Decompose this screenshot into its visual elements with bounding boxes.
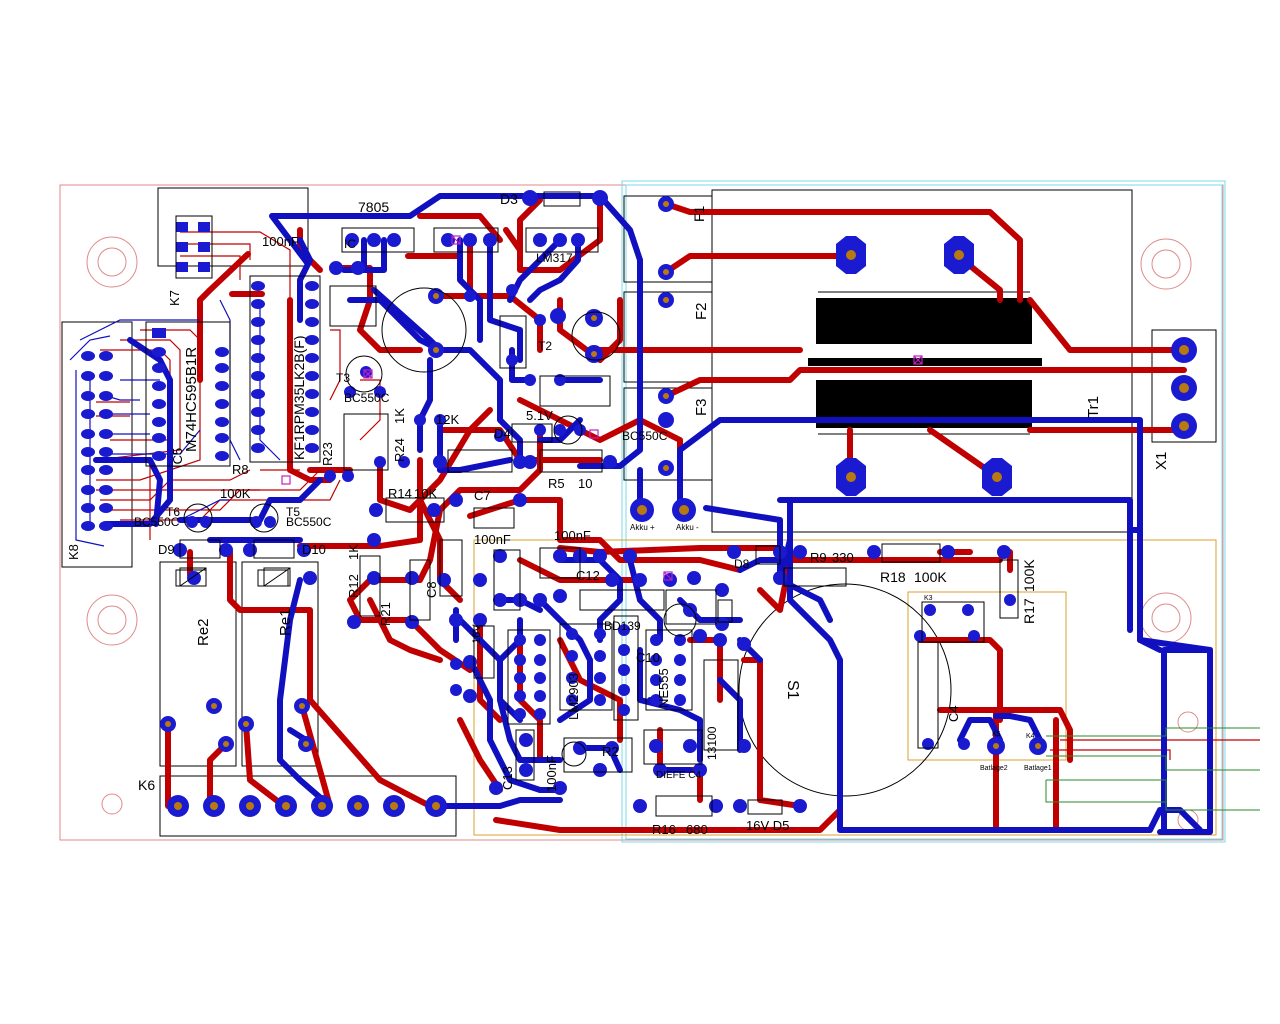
bottom-copper-thin-traces [69, 299, 281, 547]
label-r12-val: 1K [346, 544, 361, 560]
label-f1: F1 [691, 205, 707, 222]
label-r17-val: 100K [1021, 559, 1037, 592]
label-r18-val: 100K [914, 569, 947, 585]
label-r5-val: 10 [578, 476, 592, 491]
label-k6: K6 [138, 777, 155, 793]
label-r9: R9 [810, 550, 827, 565]
label-k8: K8 [66, 544, 81, 560]
label-d4: D4 [494, 426, 511, 441]
label-c8: C8 [424, 581, 439, 598]
label-r16: R16 [652, 822, 676, 837]
label-13100: 13100 [705, 726, 719, 760]
label-12k: 12K [436, 412, 459, 427]
label-akku-plus: Akku + [630, 523, 655, 532]
label-5v1: 5.1V [526, 408, 553, 423]
label-c7: C7 [474, 488, 491, 503]
label-f2: F2 [693, 302, 710, 320]
label-r17: R17 [1021, 598, 1037, 624]
label-k5: K5 [992, 731, 1001, 738]
label-r8: R8 [232, 462, 249, 477]
label-k7: K7 [167, 290, 182, 306]
component-outlines [145, 191, 1019, 817]
label-t3: T3 [336, 371, 350, 385]
label-r14: R14 [388, 486, 412, 501]
silk-labels: 7805 D3 F1 F2 F3 K7 100nF M74HC595B1R IC… [66, 191, 1170, 837]
label-k3: K3 [924, 595, 933, 602]
via-markers [281, 235, 923, 581]
label-t5: T5 [286, 505, 300, 519]
label-d9: D9 [158, 542, 175, 557]
top-copper-thin-traces [95, 231, 1260, 760]
label-d8: D8 [734, 557, 750, 571]
label-bc550c-t6: BC550C [134, 515, 180, 529]
label-r5: R5 [548, 476, 565, 491]
label-c12: C12 [576, 568, 600, 583]
label-bd: BD139 [604, 619, 641, 633]
label-ic-ref: IC [344, 237, 356, 251]
label-100nf-mid2: 100nF [554, 528, 591, 543]
label-100nf-mid: 100nF [474, 532, 511, 547]
label-bc550c-right: BC550C [622, 429, 668, 443]
label-d10: D10 [302, 542, 326, 557]
label-r14-val: 10K [414, 486, 437, 501]
label-rz: R2 [602, 744, 619, 759]
label-diefe: DIEFE C4 [656, 770, 701, 781]
label-r12: R12 [346, 574, 361, 598]
label-r18: R18 [880, 569, 906, 585]
label-r16-val: 680 [686, 822, 708, 837]
label-k4: K4 [1026, 733, 1035, 740]
label-r9-val: 330 [832, 550, 854, 565]
label-t2: T2 [538, 339, 552, 353]
label-batlage2: Batlage2 [980, 765, 1008, 772]
label-bc550c-t3: BC550C [344, 391, 390, 405]
label-c13: C13 [500, 766, 515, 790]
large-pads [630, 236, 1197, 522]
label-lm317: LM317 [536, 251, 573, 265]
label-c4: C4 [946, 705, 961, 722]
label-tr1: Tr1 [1085, 396, 1102, 418]
label-16v: 16V [471, 624, 483, 644]
label-akku-minus: Akku - [676, 523, 699, 532]
transformer [808, 291, 1042, 435]
label-re1: Re1 [277, 608, 294, 636]
relay-coil-icon [179, 567, 291, 587]
label-s1: S1 [784, 680, 801, 700]
label-ic-long: KF1RPM35LK2B(F) [291, 336, 307, 460]
label-ic-555: NE555 [656, 668, 671, 708]
label-r23: R23 [320, 442, 335, 466]
label-100nf-top: 100nF [262, 234, 299, 249]
label-r24-val: 1K [392, 408, 407, 424]
label-ic-lm: LM2903 [566, 673, 581, 720]
label-c10: C10 [636, 650, 660, 665]
screw-terminal-icon [167, 795, 447, 817]
small-pads [81, 222, 319, 531]
label-batlage1: Batlage1 [1024, 765, 1052, 772]
label-d5: 16V D5 [746, 818, 789, 833]
label-r8-val: 100K [220, 486, 251, 501]
label-7805: 7805 [358, 199, 389, 215]
label-100nf-bottom: 100nF [544, 755, 559, 792]
label-f3: F3 [693, 398, 710, 416]
external-wires [1045, 727, 1260, 811]
label-x1: X1 [1153, 452, 1170, 470]
label-re2: Re2 [195, 618, 212, 646]
label-r21: R21 [378, 602, 393, 626]
label-bc550c-t5: BC550C [286, 515, 332, 529]
label-r24: R24 [392, 438, 407, 462]
label-t6: T6 [166, 505, 180, 519]
label-ic-74hc: M74HC595B1R [183, 347, 200, 452]
label-ic5: IC5 [170, 448, 185, 468]
top-copper-traces [165, 197, 1187, 833]
label-d3: D3 [500, 191, 518, 207]
